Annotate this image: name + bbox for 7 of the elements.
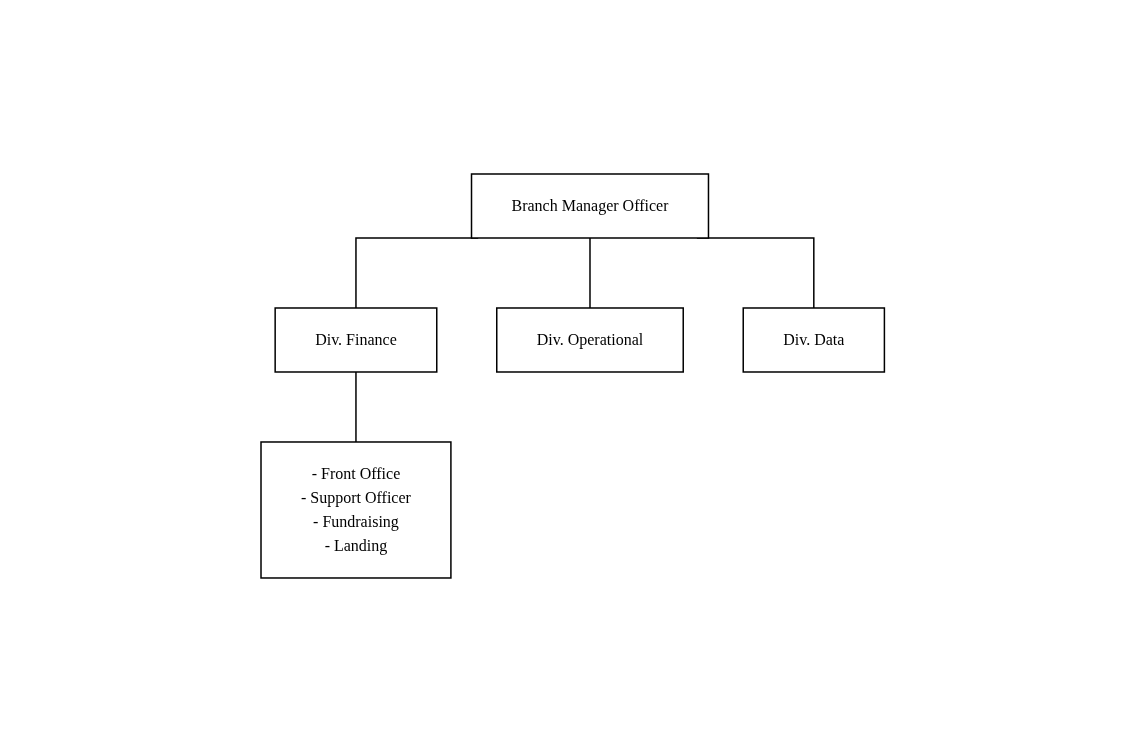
node-box: Div. Data — [742, 306, 885, 373]
node-box: - Front Office - Support Officer - Fundraising - Landing — [260, 440, 452, 579]
connector — [355, 370, 357, 443]
node-box: Branch Manager Officer — [470, 172, 709, 239]
node-box: Div. Operational — [495, 306, 684, 373]
node-box: Div. Finance — [274, 306, 438, 373]
connector — [589, 236, 591, 309]
